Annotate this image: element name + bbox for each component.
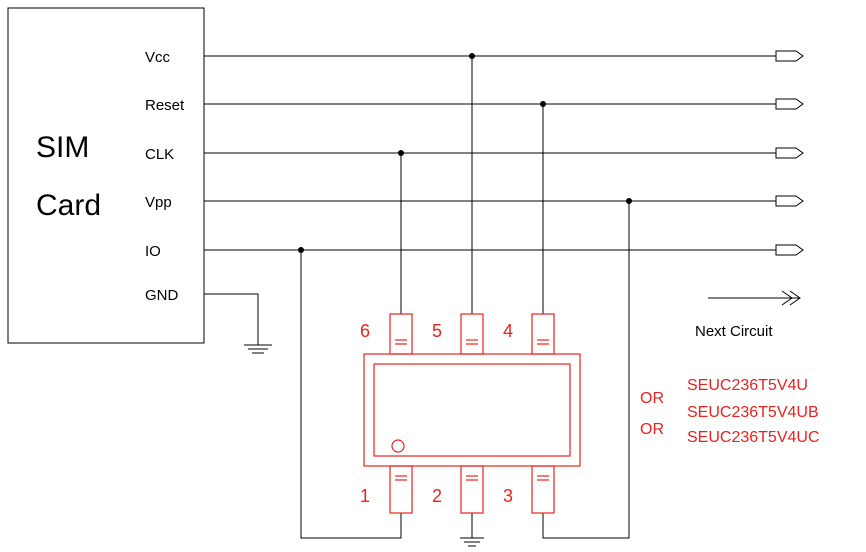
part-number-3: SEUC236T5V4UC	[687, 429, 820, 446]
next-circuit-arrow	[708, 290, 801, 306]
pad-pin4	[531, 313, 555, 355]
wire-vpp-to-pin3	[542, 201, 630, 539]
sim-card-box	[7, 7, 205, 344]
chip-package-inner	[373, 363, 571, 457]
signal-label-io: IO	[145, 243, 161, 260]
pad-pin1	[389, 465, 413, 514]
top-pads	[389, 313, 555, 355]
pad-pin2	[460, 465, 484, 514]
pin-number-1: 1	[360, 486, 370, 506]
ground-symbol-chip	[460, 537, 484, 547]
connector-io	[775, 244, 804, 256]
signal-label-gnd: GND	[145, 287, 179, 304]
pin-number-3: 3	[503, 486, 513, 506]
connector-vpp	[775, 195, 804, 207]
connector-reset	[775, 98, 804, 110]
signal-label-vcc: Vcc	[145, 49, 171, 66]
pin-number-6: 6	[360, 321, 370, 341]
pin-number-2: 2	[432, 486, 442, 506]
pin1-marker-circle	[391, 439, 405, 453]
pad-pin5	[460, 313, 484, 355]
connector-vcc	[775, 50, 804, 62]
wire-io-to-pin1	[300, 250, 402, 539]
pin-number-5: 5	[432, 321, 442, 341]
ground-symbol-sim	[244, 344, 272, 354]
sim-card-title-line1: SIM	[36, 131, 89, 164]
signal-label-reset: Reset	[145, 97, 185, 114]
sim-card-title-line2: Card	[36, 189, 101, 222]
signal-label-vpp: Vpp	[145, 194, 172, 211]
part-number-2: SEUC236T5V4UB	[687, 404, 819, 421]
wire-gnd	[204, 293, 259, 345]
chip-package-outer	[363, 353, 581, 467]
pin-number-4: 4	[503, 321, 513, 341]
next-circuit-label: Next Circuit	[695, 323, 773, 340]
bottom-pads	[389, 465, 555, 514]
pad-pin6	[389, 313, 413, 355]
signal-label-clk: CLK	[145, 146, 174, 163]
output-connectors	[775, 50, 804, 256]
pad-pin3	[531, 465, 555, 514]
connector-clk	[775, 147, 804, 159]
part-number-1: SEUC236T5V4U	[687, 377, 808, 394]
or-label-2: OR	[640, 421, 664, 438]
or-label-1: OR	[640, 390, 664, 407]
